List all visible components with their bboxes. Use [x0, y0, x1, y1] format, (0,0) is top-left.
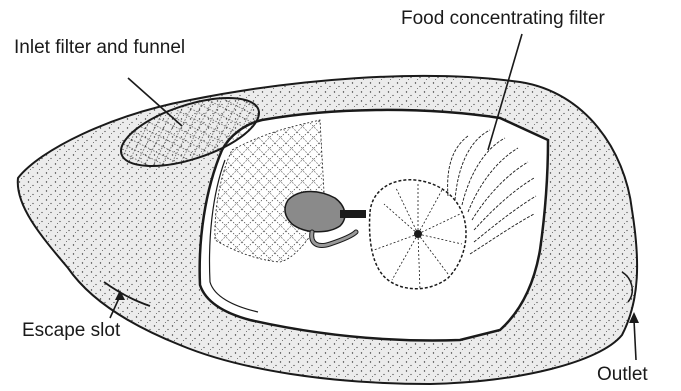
- label-food-filter: Food concentrating filter: [401, 9, 605, 28]
- label-outlet: Outlet: [597, 365, 648, 384]
- leader-outlet: [634, 320, 636, 360]
- food-filter: [370, 180, 466, 290]
- animal-mouth: [340, 210, 366, 218]
- label-escape-slot: Escape slot: [22, 321, 120, 340]
- label-inlet-filter: Inlet filter and funnel: [14, 38, 185, 57]
